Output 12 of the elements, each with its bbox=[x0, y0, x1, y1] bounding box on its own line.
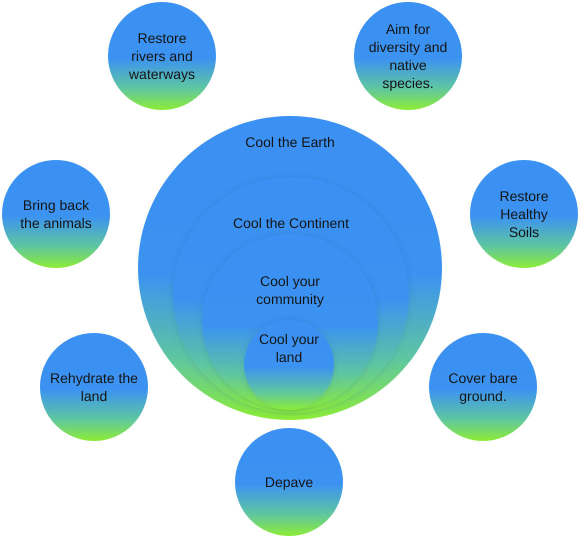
node-label: Restore rivers and waterways bbox=[128, 29, 196, 83]
node-label: Cool your land bbox=[259, 330, 319, 366]
node-label: Rehydrate the land bbox=[49, 369, 139, 405]
node-label: Cool your community bbox=[255, 272, 325, 308]
node-label: Cool the Earth bbox=[244, 133, 336, 151]
node-label: Aim for diversity and native species. bbox=[368, 20, 448, 92]
node-label: Bring back the animals bbox=[19, 196, 93, 232]
node-label: Cool the Continent bbox=[232, 214, 350, 232]
node-label: Depave bbox=[264, 473, 314, 491]
node-label: Cover bare ground. bbox=[447, 369, 519, 405]
circle-node bbox=[244, 320, 334, 410]
node-label: Restore Healthy Soils bbox=[498, 187, 550, 241]
